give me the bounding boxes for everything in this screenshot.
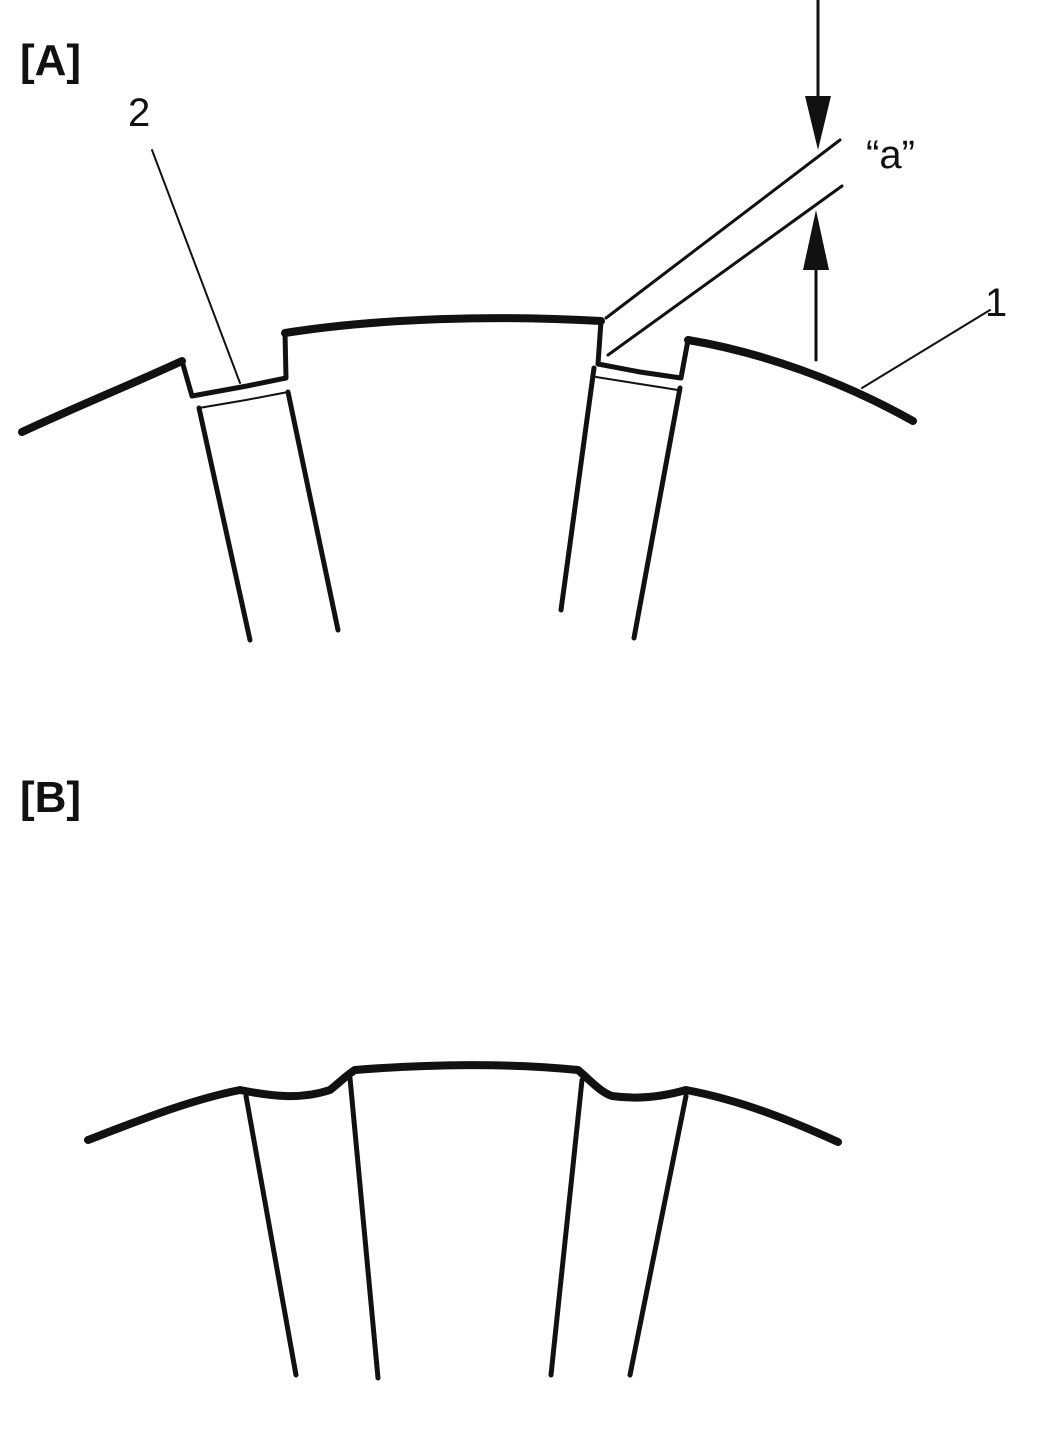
flank-b-2: [347, 1075, 381, 1381]
flank-left-outer: [196, 405, 253, 643]
rim-left-shoulder: [18, 357, 186, 436]
tooth-center-crown: [281, 314, 605, 337]
flank-b-4: [627, 1093, 689, 1378]
panel-a: [A] 2 1 “a”: [18, 0, 1007, 643]
flank-left-inner: [285, 389, 341, 633]
rim-outline-b: [84, 1061, 842, 1146]
callout-1: 1: [985, 281, 1007, 325]
dimension-a-extension-upper: [604, 138, 842, 320]
dimension-arrow-bottom-head: [803, 210, 829, 270]
leader-1: [861, 309, 991, 389]
flank-b-3: [548, 1077, 585, 1378]
groove-left: [179, 330, 289, 399]
dimension-arrow-top-head: [805, 96, 831, 150]
panel-a-label: [A]: [20, 36, 81, 85]
groove-right-inner: [595, 376, 679, 391]
flank-right-inner: [558, 365, 597, 613]
callout-2: 2: [128, 91, 150, 135]
dimension-a-label: “a”: [866, 133, 915, 177]
groove-right: [595, 318, 691, 381]
leader-2: [151, 149, 241, 384]
dimension-a-extension-lower: [606, 184, 844, 357]
groove-left-inner: [198, 391, 289, 409]
rim-right-shoulder: [684, 336, 917, 425]
panel-b-label: [B]: [20, 773, 81, 822]
panel-b: [B]: [20, 773, 842, 1381]
flank-right-outer: [631, 385, 683, 641]
flank-b-1: [243, 1093, 299, 1378]
